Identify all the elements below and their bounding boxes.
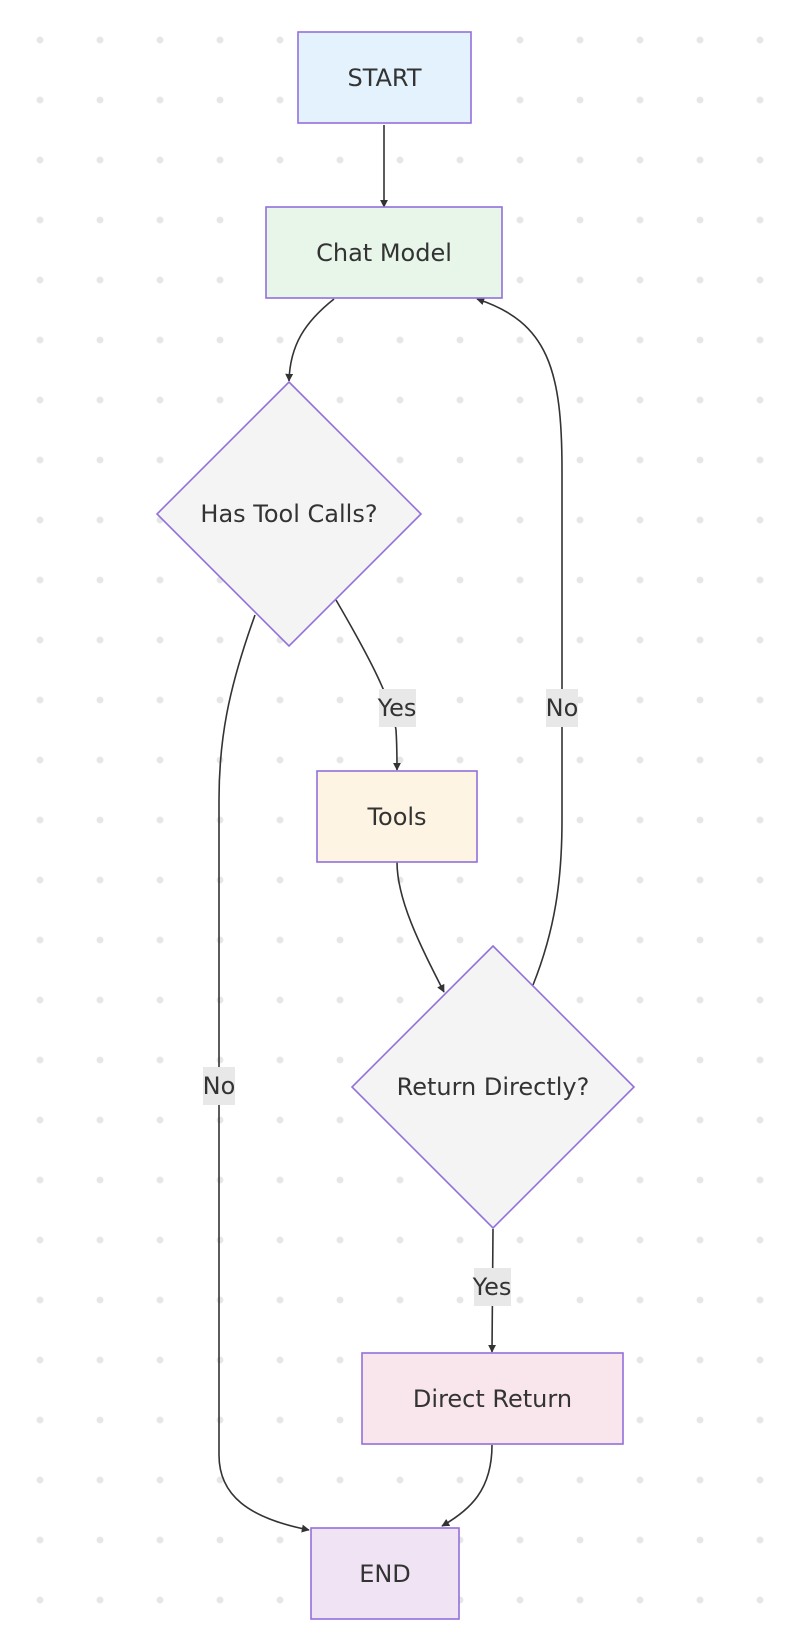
edge-return-directly-no-to-chat-model bbox=[476, 297, 563, 986]
edge-label-return-directly-no: No bbox=[546, 689, 579, 727]
node-direct-return: Direct Return bbox=[361, 1352, 624, 1445]
edge-tools-to-return-directly bbox=[396, 861, 445, 993]
edge-has-tool-calls-no-to-end bbox=[218, 614, 310, 1533]
edge-label-has-tool-calls-yes: Yes bbox=[377, 689, 417, 727]
node-label: Direct Return bbox=[413, 1385, 572, 1413]
node-end: END bbox=[310, 1527, 460, 1620]
edge-label-text: No bbox=[203, 1072, 236, 1100]
node-label: Return Directly? bbox=[397, 1073, 590, 1101]
edge-label-return-directly-yes: Yes bbox=[472, 1268, 512, 1306]
node-label: Has Tool Calls? bbox=[200, 500, 377, 528]
node-label: END bbox=[359, 1560, 411, 1588]
node-has-tool-calls-decision: Has Tool Calls? bbox=[155, 380, 423, 648]
edge-has-tool-calls-yes-to-tools bbox=[335, 599, 401, 771]
edge-label-text: Yes bbox=[377, 694, 417, 722]
edge-direct-return-to-end bbox=[441, 1444, 493, 1527]
edge-label-text: No bbox=[546, 694, 579, 722]
node-label: START bbox=[347, 64, 421, 92]
node-tools: Tools bbox=[316, 770, 478, 863]
edge-chat-model-to-has-tool-calls bbox=[285, 298, 335, 382]
node-return-directly-decision: Return Directly? bbox=[350, 944, 636, 1230]
node-label: Chat Model bbox=[316, 239, 452, 267]
edge-label-has-tool-calls-no: No bbox=[203, 1067, 236, 1105]
node-label: Tools bbox=[366, 803, 426, 831]
node-chat-model: Chat Model bbox=[265, 206, 503, 299]
node-start: START bbox=[297, 31, 472, 124]
edge-label-text: Yes bbox=[472, 1273, 512, 1301]
